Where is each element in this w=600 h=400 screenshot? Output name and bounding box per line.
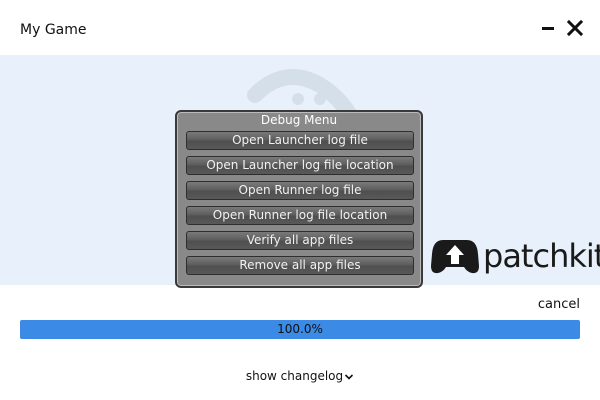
- open-runner-log-location-button[interactable]: Open Runner log file location: [186, 206, 414, 225]
- logo-text: patchkit: [483, 237, 600, 275]
- open-launcher-log-location-button[interactable]: Open Launcher log file location: [186, 156, 414, 175]
- remove-app-files-button[interactable]: Remove all app files: [186, 256, 414, 275]
- progress-fill: [20, 320, 580, 339]
- show-changelog-toggle[interactable]: show changelog: [0, 369, 600, 383]
- debug-menu-title: Debug Menu: [260, 113, 338, 127]
- window-title: My Game: [20, 22, 87, 38]
- patchkit-logo: patchkit: [430, 236, 600, 278]
- cancel-button[interactable]: cancel: [537, 297, 580, 312]
- open-launcher-log-button[interactable]: Open Launcher log file: [186, 131, 414, 150]
- progress-bar: 100.0%: [20, 320, 580, 339]
- changelog-label: show changelog: [245, 369, 344, 383]
- debug-menu: Debug Menu Open Launcher log file Open L…: [175, 110, 423, 288]
- progress-text: 100.0%: [277, 322, 323, 336]
- verify-app-files-button[interactable]: Verify all app files: [186, 231, 414, 250]
- open-runner-log-button[interactable]: Open Runner log file: [186, 181, 414, 200]
- close-button[interactable]: [564, 17, 586, 39]
- gamepad-upload-icon: [431, 240, 479, 274]
- title-bar: My Game: [0, 0, 600, 55]
- minimize-button[interactable]: [537, 17, 559, 39]
- minimize-icon: [542, 27, 554, 30]
- chevron-down-icon: [345, 373, 354, 380]
- close-icon: [566, 19, 584, 37]
